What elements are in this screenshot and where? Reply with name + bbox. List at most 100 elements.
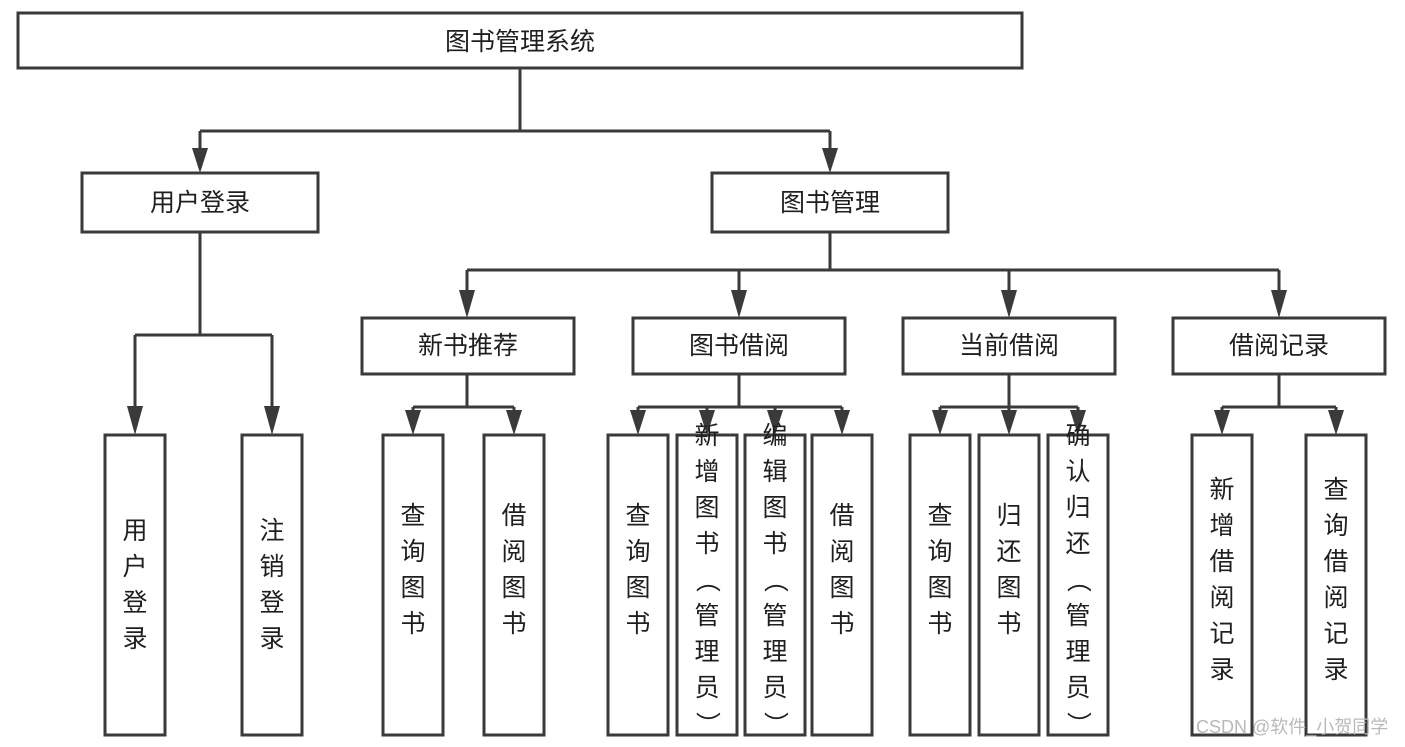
arrow-head-leaf-edit-book <box>767 410 783 435</box>
node-leaf-user-login[interactable]: 用户登录 <box>103 433 167 737</box>
vertical-char: 登 <box>122 589 147 617</box>
arrow-head-leaf-add-book <box>699 410 715 435</box>
arrow-head-borrow-record <box>1271 290 1287 318</box>
vertical-char: 借 <box>1209 548 1234 576</box>
connector-layer <box>127 68 1344 435</box>
arrow-head-leaf-user-login <box>127 406 143 435</box>
node-borrow-record[interactable]: 借阅记录 <box>1171 316 1387 376</box>
vertical-char: ） <box>761 711 789 736</box>
node-user-login-label: 用户登录 <box>150 189 250 217</box>
node-leaf-add-record-box[interactable] <box>1190 433 1254 737</box>
vertical-char: 归 <box>1065 494 1090 522</box>
vertical-char: 员 <box>1065 674 1090 702</box>
node-new-book-rec[interactable]: 新书推荐 <box>360 316 576 376</box>
node-leaf-query-record-box[interactable] <box>1304 433 1368 737</box>
vertical-char: 查 <box>625 502 650 530</box>
node-new-book-rec-box[interactable] <box>360 316 576 376</box>
vertical-char: 记 <box>1323 620 1348 648</box>
vertical-char: 还 <box>1065 530 1090 558</box>
vertical-char: 书 <box>400 610 425 638</box>
vertical-char: 询 <box>927 538 952 566</box>
vertical-char: 书 <box>927 610 952 638</box>
node-leaf-confirm-return-box[interactable] <box>1046 433 1110 737</box>
node-book-manage[interactable]: 图书管理 <box>710 171 950 234</box>
node-leaf-query-book-2-box[interactable] <box>606 433 670 737</box>
arrow-head-new-book-rec <box>459 290 475 318</box>
vertical-char: 记 <box>1209 620 1234 648</box>
arrow-head-book-borrow <box>731 290 747 318</box>
vertical-char: 借 <box>829 502 854 530</box>
node-book-borrow[interactable]: 图书借阅 <box>631 316 847 376</box>
node-leaf-edit-book-box[interactable] <box>743 433 807 737</box>
node-leaf-borrow-book-2-box[interactable] <box>810 433 874 737</box>
node-borrow-record-label: 借阅记录 <box>1229 332 1329 360</box>
vertical-char: 销 <box>259 553 284 581</box>
arrow-head-book-manage <box>822 148 838 173</box>
arrow-head-leaf-borrow-book-2 <box>834 410 850 435</box>
arrow-head-leaf-query-book-1 <box>405 410 421 435</box>
vertical-char: 登 <box>259 589 284 617</box>
vertical-char: （ <box>761 567 789 592</box>
vertical-char: 书 <box>996 610 1021 638</box>
vertical-char: 录 <box>122 625 147 653</box>
vertical-char: 增 <box>1209 512 1234 540</box>
node-leaf-query-book-3-box[interactable] <box>908 433 972 737</box>
vertical-char: 阅 <box>829 538 854 566</box>
vertical-char: 辑 <box>762 458 787 486</box>
watermark-label: CSDN @软件_小贺同学 <box>1196 717 1388 738</box>
vertical-char: 编 <box>762 422 787 450</box>
node-current-borrow[interactable]: 当前借阅 <box>901 316 1117 376</box>
node-user-login-box[interactable] <box>80 171 320 234</box>
node-leaf-add-book-box[interactable] <box>675 433 739 737</box>
vertical-char: 图 <box>762 494 787 522</box>
arrow-head-leaf-confirm-return <box>1070 410 1086 435</box>
node-book-manage-box[interactable] <box>710 171 950 234</box>
node-leaf-user-logout-box[interactable] <box>240 433 304 737</box>
node-leaf-return-book-box[interactable] <box>977 433 1041 737</box>
arrow-head-leaf-query-book-3 <box>932 410 948 435</box>
node-book-borrow-label: 图书借阅 <box>689 332 789 360</box>
vertical-char: 阅 <box>1323 584 1348 612</box>
vertical-char: 图 <box>927 574 952 602</box>
vertical-char: （ <box>693 567 721 592</box>
node-root-box[interactable] <box>16 11 1024 70</box>
arrow-head-leaf-query-book-2 <box>630 410 646 435</box>
node-book-borrow-box[interactable] <box>631 316 847 376</box>
node-root[interactable]: 图书管理系统 <box>16 11 1024 70</box>
vertical-char: 书 <box>694 530 719 558</box>
vertical-char: 图 <box>501 574 526 602</box>
arrow-head-current-borrow <box>1001 290 1017 318</box>
vertical-char: 理 <box>694 638 719 666</box>
node-user-login[interactable]: 用户登录 <box>80 171 320 234</box>
vertical-char: 员 <box>762 674 787 702</box>
node-leaf-user-login-box[interactable] <box>103 433 167 737</box>
node-leaf-borrow-book-1-box[interactable] <box>482 433 546 737</box>
vertical-char: 图 <box>400 574 425 602</box>
vertical-char: 归 <box>996 502 1021 530</box>
vertical-char: 理 <box>1065 638 1090 666</box>
arrow-head-leaf-user-logout <box>264 406 280 435</box>
node-leaf-user-login-label: 用户登录 <box>122 517 147 653</box>
node-current-borrow-box[interactable] <box>901 316 1117 376</box>
node-leaf-query-book-1-box[interactable] <box>381 433 445 737</box>
vertical-char: 书 <box>762 530 787 558</box>
vertical-char: （ <box>1064 567 1092 592</box>
node-borrow-record-box[interactable] <box>1171 316 1387 376</box>
